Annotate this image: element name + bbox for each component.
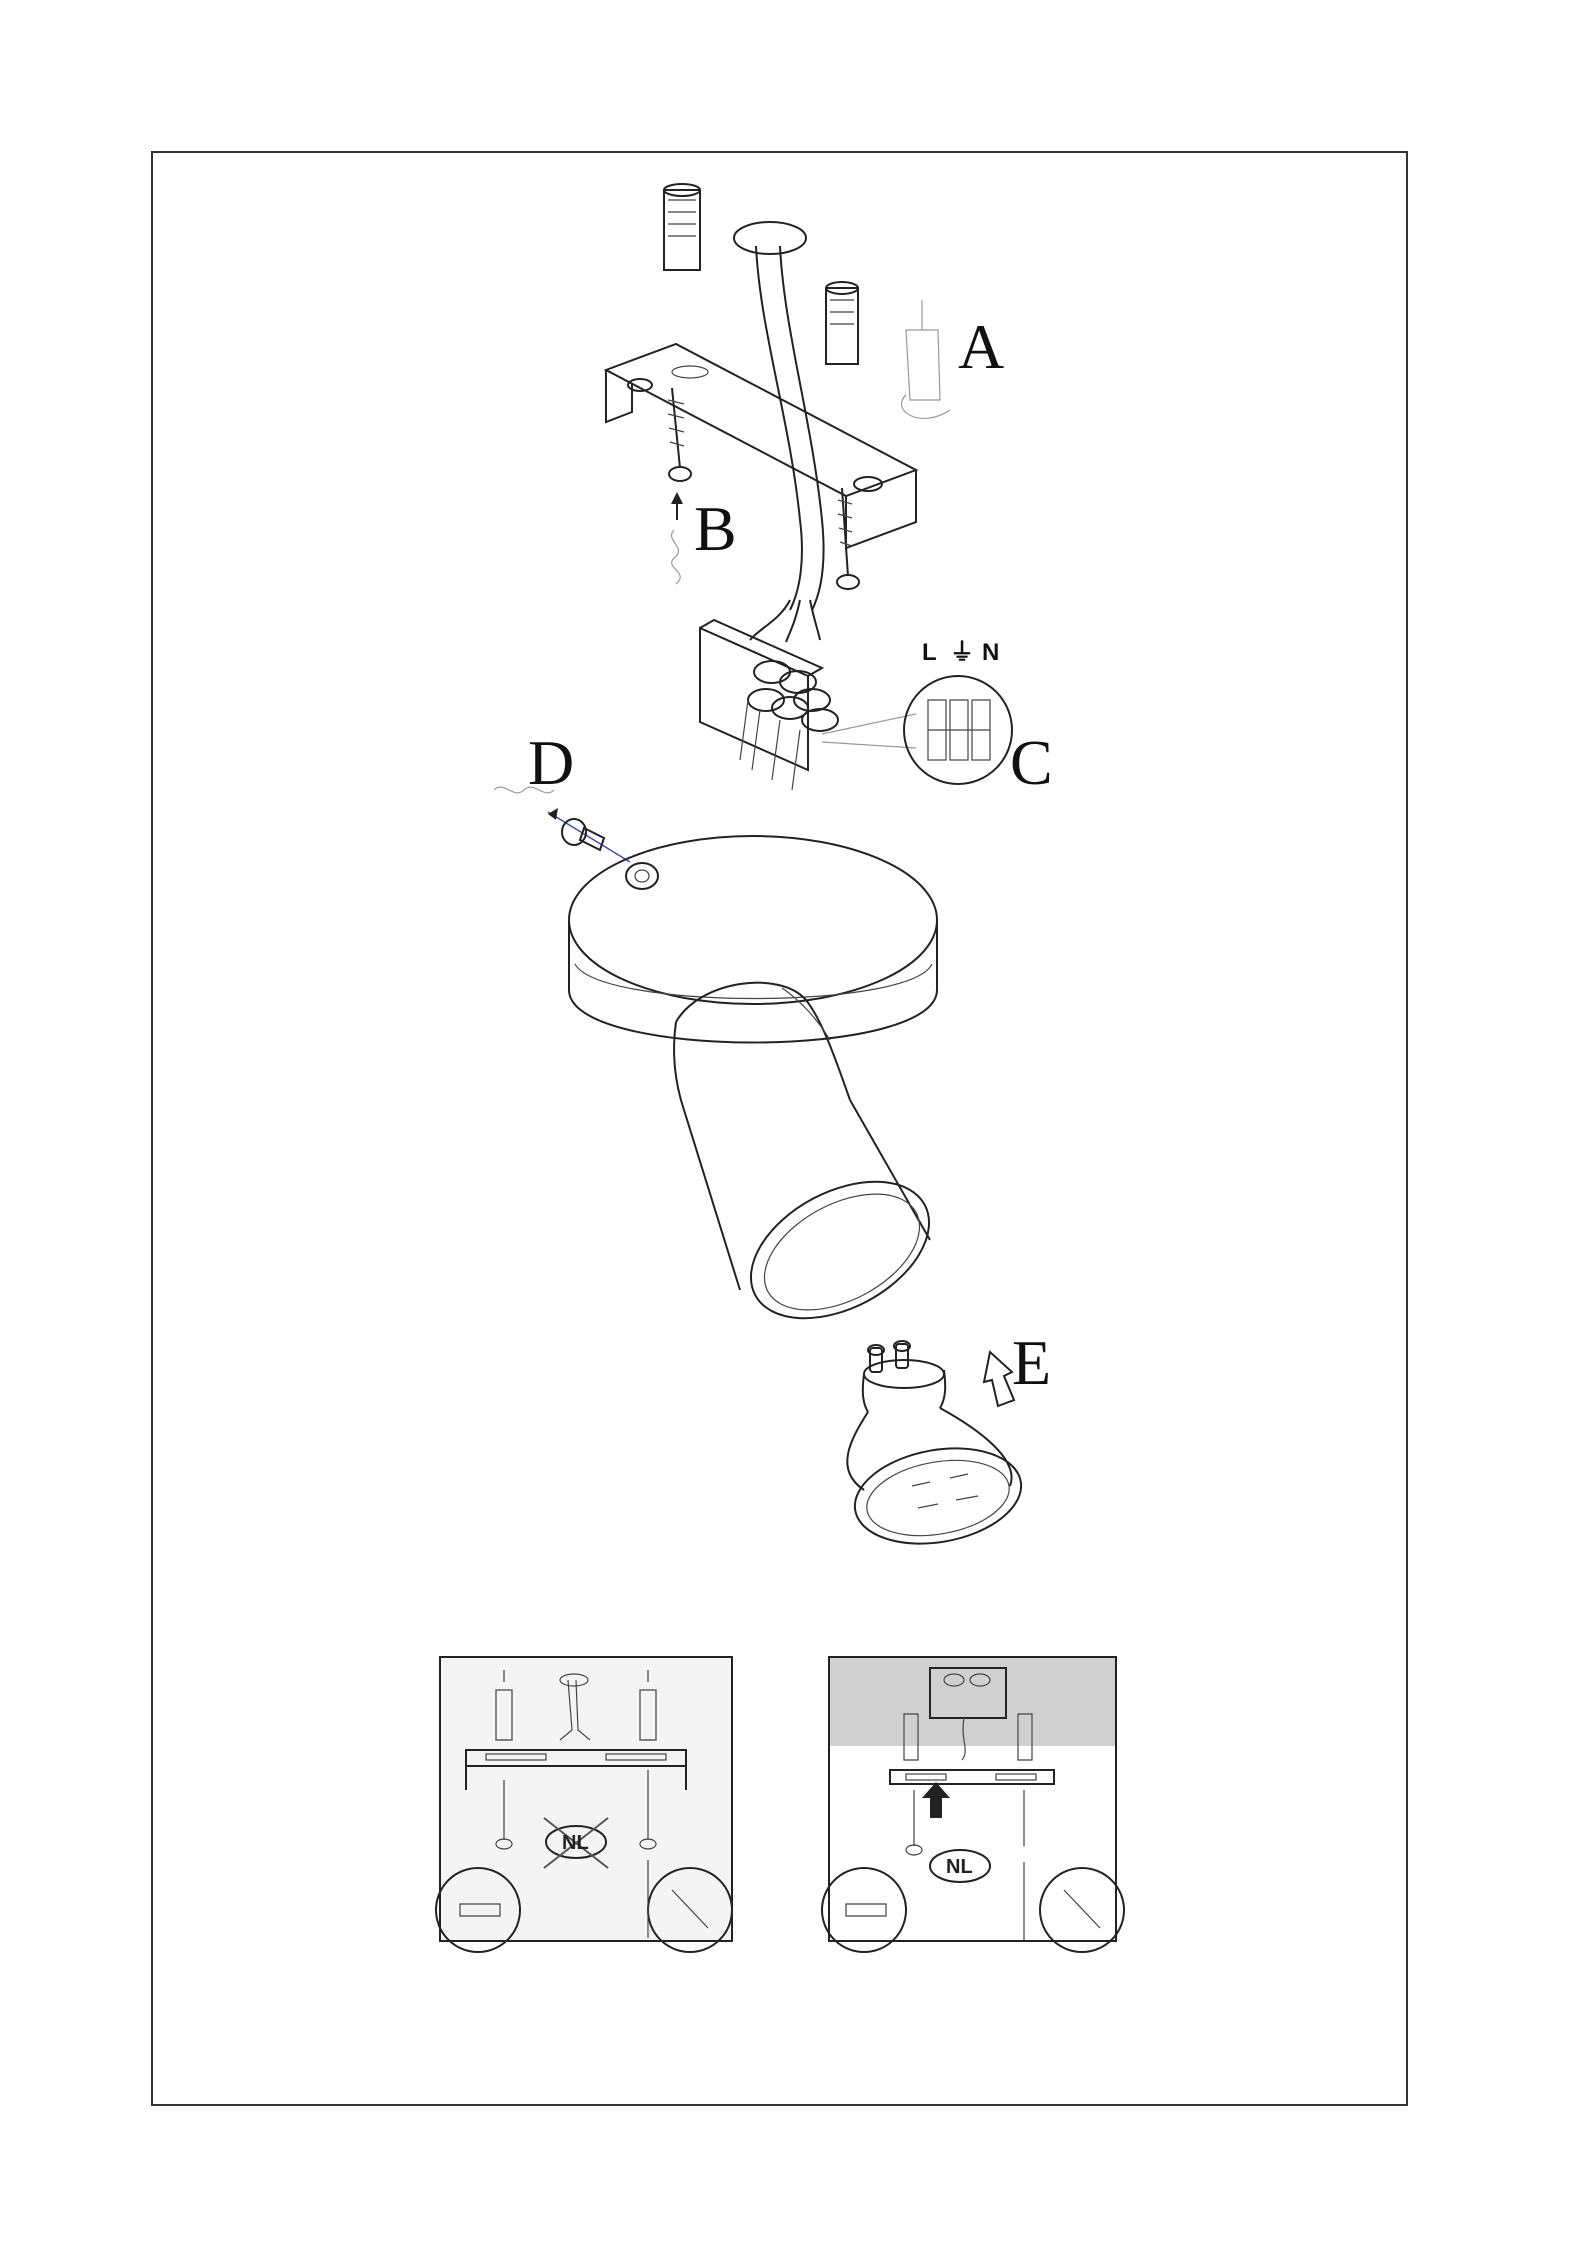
gu10-bulb (847, 1341, 1028, 1556)
up-arrow-icon (671, 492, 683, 520)
canopy-base (569, 836, 937, 1043)
step-d-letter: D (528, 727, 574, 798)
step-e-letter: E (1012, 1327, 1051, 1398)
step-a-letter: A (958, 311, 1004, 382)
terminal-label-l: L (922, 639, 937, 666)
wall-plug-right (826, 282, 858, 364)
inset-left (436, 1657, 732, 1952)
inset-left-nl-badge: NL (562, 1832, 589, 1854)
inset-right (822, 1657, 1124, 1952)
fixing-screw (548, 808, 630, 862)
terminal-label-earth: ⏚ (950, 639, 974, 666)
terminal-label-n: N (982, 639, 999, 666)
mounting-bracket (606, 344, 916, 548)
terminal-block (700, 620, 838, 790)
anchor-icon (671, 530, 680, 584)
terminal-zoom-callout (822, 676, 1012, 784)
step-b-letter: B (694, 493, 737, 564)
step-c-letter: C (1010, 727, 1053, 798)
insert-arrow-icon (984, 1352, 1014, 1406)
drill-icon (902, 300, 950, 418)
screw-right (837, 488, 859, 589)
spot-cylinder (674, 983, 952, 1347)
wall-plug-left (664, 184, 700, 270)
ceiling-hole (734, 222, 824, 610)
screw-left (668, 388, 691, 481)
page-frame (152, 152, 1407, 2105)
wire-ends (750, 600, 820, 642)
inset-right-nl-badge: NL (946, 1856, 973, 1878)
